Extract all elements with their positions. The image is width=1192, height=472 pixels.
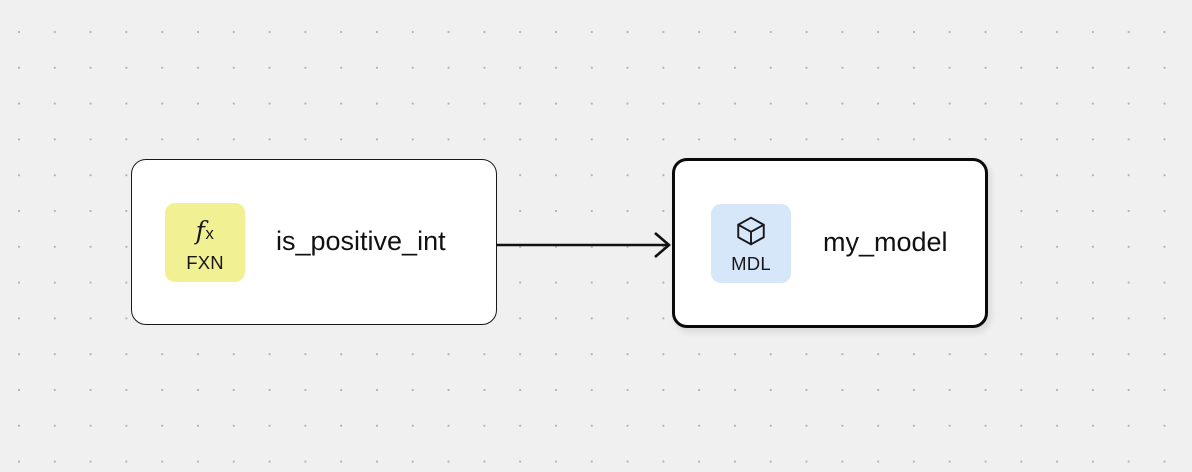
cube-icon	[734, 212, 768, 250]
node-type-badge-label: FXN	[186, 252, 224, 274]
edge-fxn-to-mdl[interactable]	[497, 232, 671, 258]
node-type-badge-fxn: fx FXN	[165, 202, 245, 282]
node-title: is_positive_int	[276, 226, 446, 257]
cube-icon-svg	[737, 216, 765, 246]
edge-arrowhead-icon	[654, 232, 671, 258]
fx-glyph-x: x	[205, 223, 215, 243]
node-type-badge-label: MDL	[731, 253, 771, 275]
node-title: my_model	[823, 227, 948, 258]
node-my-model[interactable]: MDL my_model	[672, 158, 988, 328]
node-is-positive-int[interactable]: fx FXN is_positive_int	[131, 159, 497, 325]
function-fx-icon: fx	[196, 211, 215, 249]
fx-glyph-f: f	[195, 215, 206, 245]
node-type-badge-mdl: MDL	[711, 203, 791, 283]
